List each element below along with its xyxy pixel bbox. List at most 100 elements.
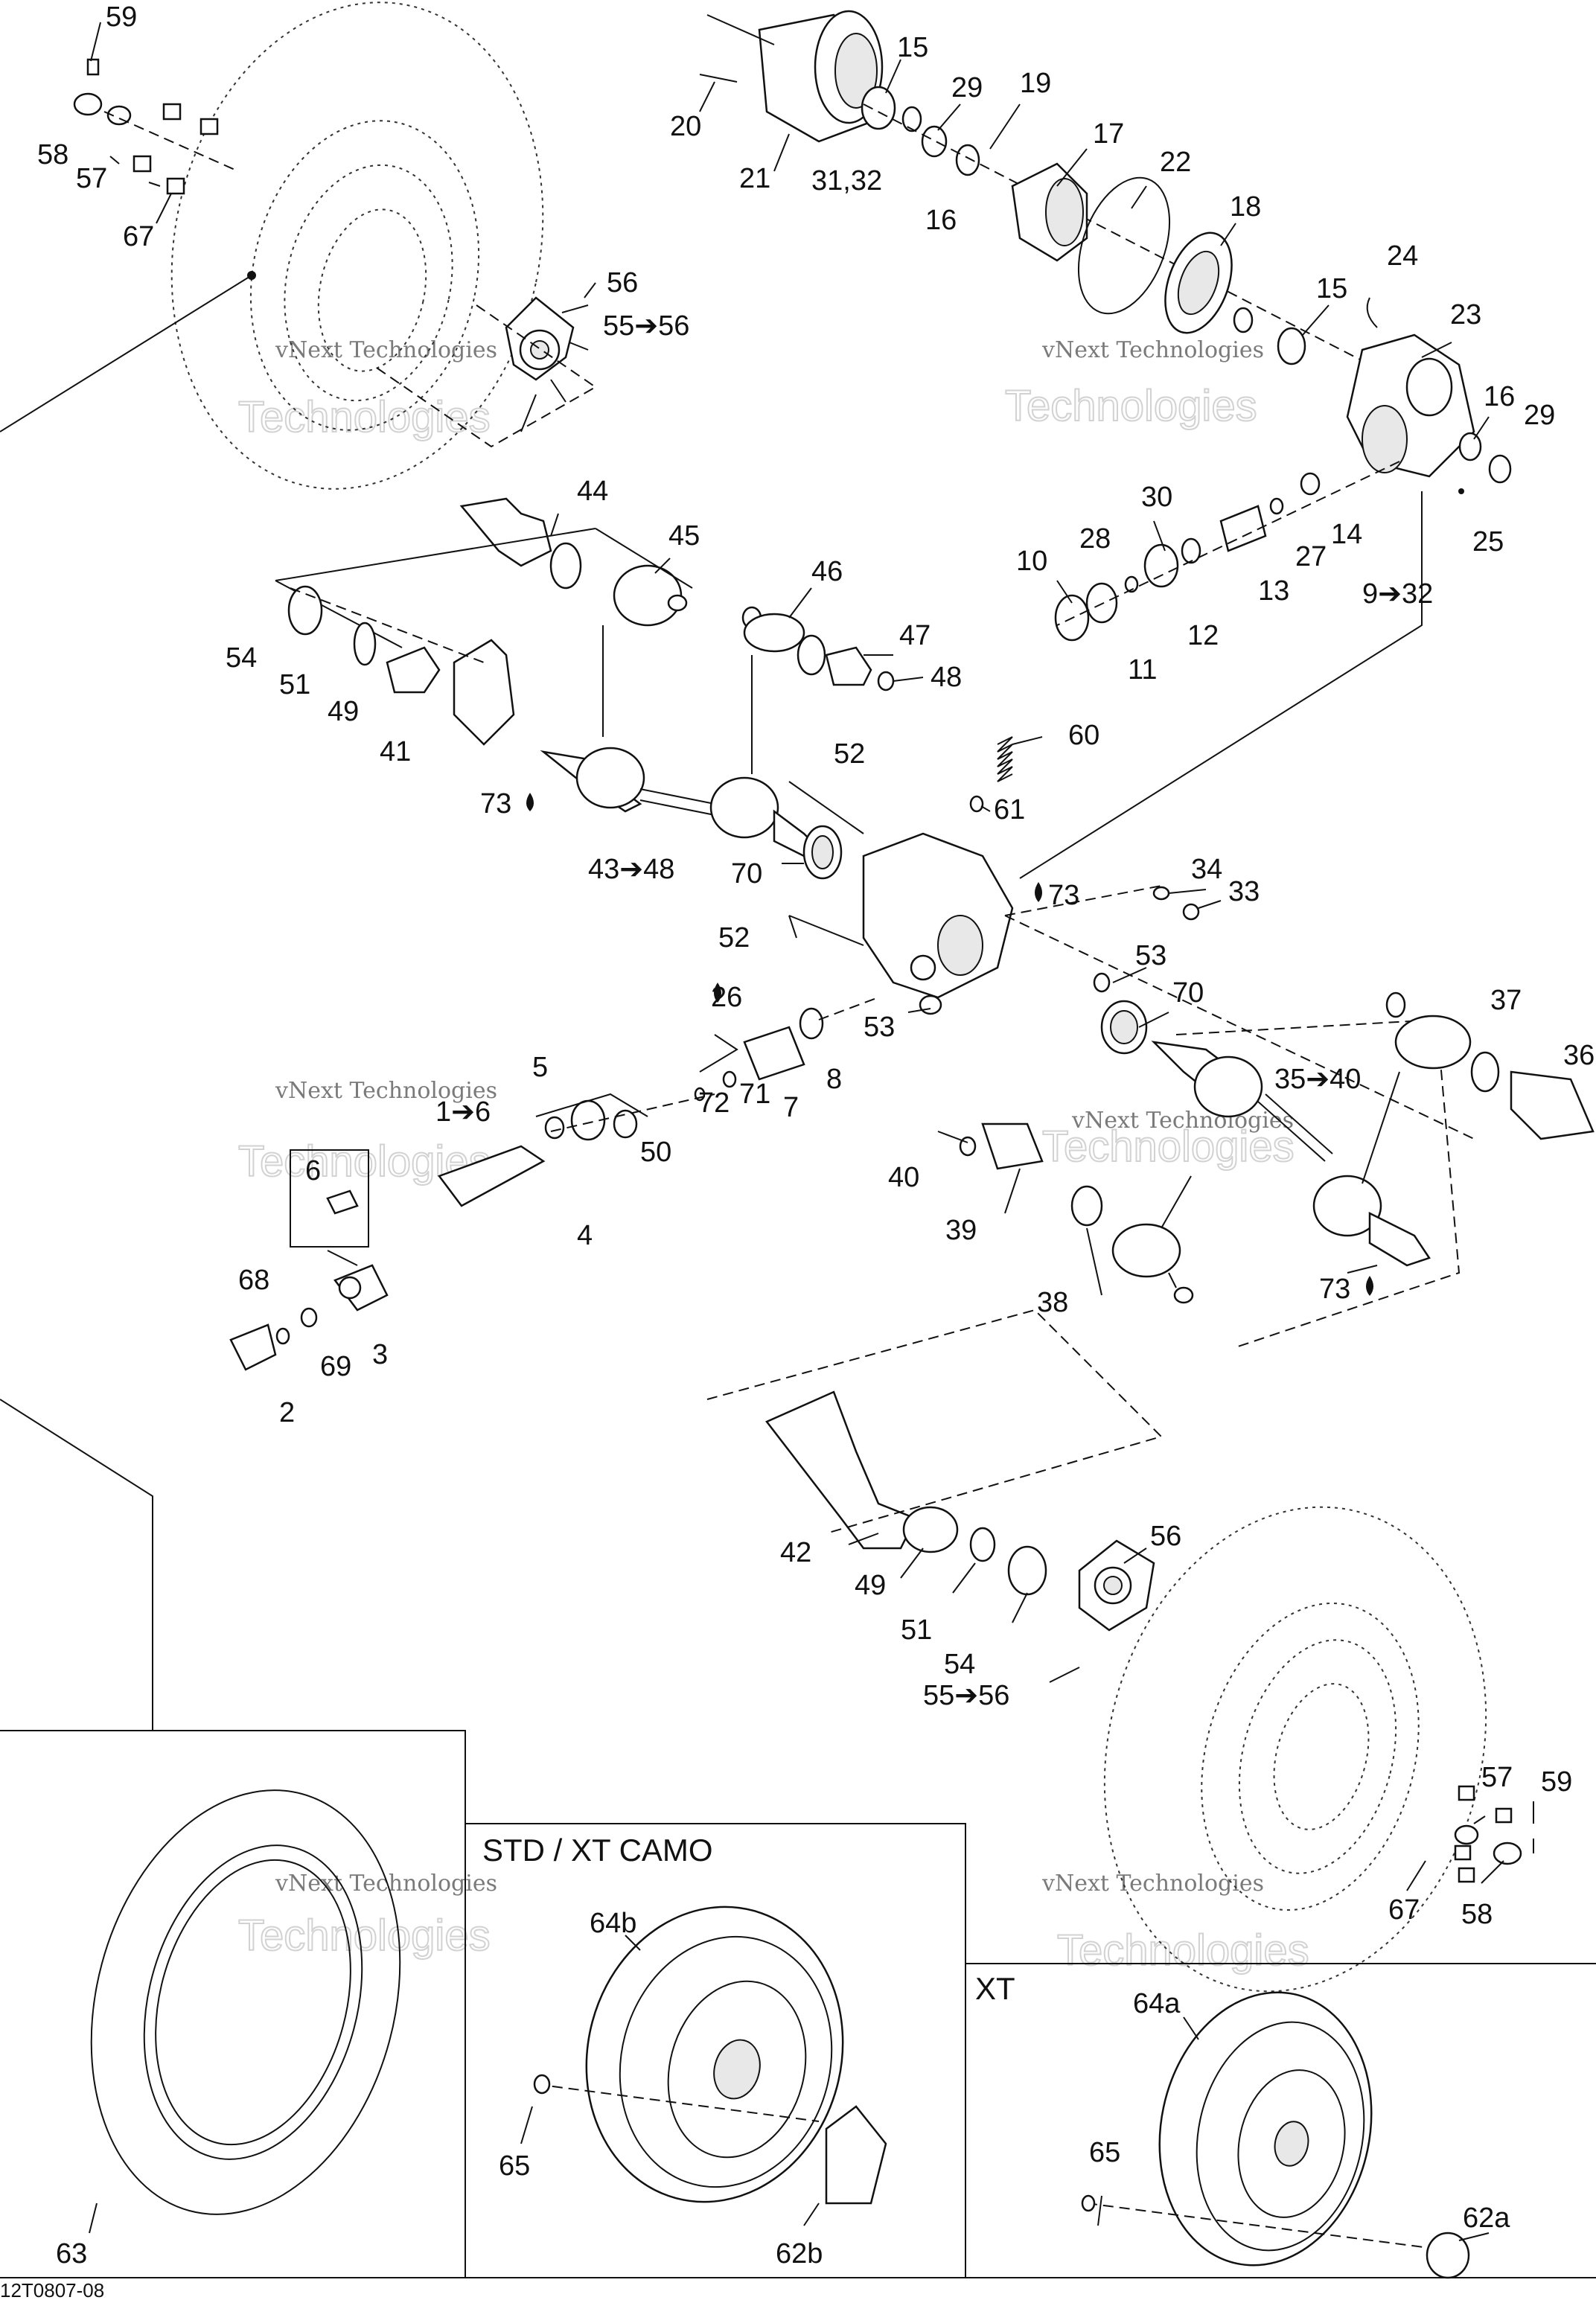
- lower-knuckle: [706, 1309, 1163, 1632]
- label-12: 12: [1187, 620, 1219, 651]
- label-61: 61: [994, 794, 1025, 825]
- watermark-large: Technologies: [1057, 1926, 1309, 1975]
- label-8: 8: [826, 1064, 842, 1095]
- rear-differential-housing: [788, 736, 1475, 1140]
- label-36: 36: [1563, 1040, 1595, 1071]
- label-13: 13: [1258, 575, 1289, 607]
- label-62b: 62b: [776, 2238, 823, 2270]
- watermark-large: Technologies: [1042, 1122, 1295, 1171]
- tire: [90, 1789, 401, 2215]
- box-title-xt: XT: [975, 1971, 1015, 2006]
- label-30: 30: [1141, 482, 1172, 513]
- label-56: 56: [607, 267, 638, 298]
- label-57: 57: [76, 163, 107, 194]
- label-55-56: 55➔56: [603, 310, 689, 342]
- front-left-wheel: [0, 1, 544, 490]
- watermark-large: Technologies: [238, 393, 491, 441]
- label-4: 4: [577, 1220, 593, 1251]
- propeller-shaft: [229, 997, 879, 1371]
- label-55-56: 55➔56: [923, 1680, 1009, 1711]
- label-73: 73: [480, 788, 511, 820]
- label-14: 14: [1331, 519, 1362, 550]
- label-15: 15: [897, 32, 928, 63]
- label-9-32: 9➔32: [1362, 578, 1433, 610]
- label-59: 59: [1541, 1766, 1572, 1798]
- label-38: 38: [1037, 1287, 1068, 1318]
- label-67: 67: [1388, 1894, 1420, 1926]
- label-54: 54: [944, 1649, 975, 1680]
- label-68: 68: [238, 1265, 269, 1296]
- label-29: 29: [951, 72, 983, 103]
- label-67: 67: [123, 221, 154, 252]
- label-10: 10: [1016, 546, 1047, 577]
- wheel-nuts-top-left: [73, 22, 239, 195]
- label-53: 53: [1135, 940, 1166, 971]
- label-65: 65: [1089, 2137, 1120, 2168]
- label-65: 65: [499, 2150, 530, 2182]
- leader-lines: [89, 59, 1534, 2241]
- label-18: 18: [1230, 191, 1261, 223]
- label-57: 57: [1481, 1762, 1513, 1793]
- oil-drop-icon: [714, 983, 721, 1003]
- label-62a: 62a: [1463, 2203, 1510, 2234]
- label-27: 27: [1295, 541, 1327, 572]
- label-58: 58: [1461, 1899, 1493, 1930]
- label-40: 40: [888, 1162, 919, 1193]
- label-58: 58: [37, 139, 68, 170]
- label-29: 29: [1524, 400, 1555, 431]
- label-52: 52: [834, 738, 865, 770]
- label-49: 49: [855, 1570, 886, 1601]
- watermark-small: vNext Technologies: [275, 1871, 497, 1897]
- hub-top: [371, 296, 597, 448]
- label-49: 49: [328, 696, 359, 727]
- label-73: 73: [1048, 880, 1079, 911]
- oil-drop-icon: [1035, 882, 1042, 902]
- label-5: 5: [532, 1052, 548, 1083]
- label-44: 44: [577, 476, 608, 507]
- label-20: 20: [670, 111, 701, 142]
- watermark-small: vNext Technologies: [275, 337, 497, 363]
- label-52: 52: [718, 922, 750, 954]
- watermarks: Technologies vNext Technologies Technolo…: [237, 337, 1310, 1975]
- label-39: 39: [945, 1215, 977, 1246]
- label-28: 28: [1079, 523, 1111, 555]
- label-50: 50: [640, 1137, 671, 1168]
- label-37: 37: [1490, 985, 1522, 1016]
- label-73: 73: [1319, 1274, 1350, 1305]
- label-56: 56: [1150, 1521, 1181, 1552]
- label-70: 70: [1172, 977, 1204, 1009]
- label-19: 19: [1020, 68, 1051, 99]
- label-22: 22: [1160, 147, 1191, 178]
- watermark-large: Technologies: [1005, 382, 1257, 430]
- label-11: 11: [1128, 654, 1157, 686]
- label-59: 59: [106, 1, 137, 33]
- label-15: 15: [1316, 273, 1347, 304]
- label-3: 3: [372, 1339, 388, 1370]
- label-48: 48: [931, 662, 962, 693]
- alloy-rim: [1081, 1991, 1470, 2279]
- label-34: 34: [1191, 854, 1222, 885]
- label-16: 16: [925, 205, 957, 236]
- label-17: 17: [1093, 118, 1124, 150]
- label-64a: 64a: [1133, 1988, 1181, 2019]
- label-2: 2: [279, 1397, 295, 1428]
- front-left-driveshaft: [275, 497, 895, 880]
- label-60: 60: [1068, 720, 1099, 751]
- label-53: 53: [864, 1012, 895, 1043]
- label-16: 16: [1484, 381, 1515, 412]
- label-21: 21: [739, 163, 770, 194]
- label-23: 23: [1450, 299, 1481, 330]
- watermark-small: vNext Technologies: [1041, 1871, 1264, 1897]
- oil-drop-icon: [526, 793, 534, 811]
- label-51: 51: [279, 669, 310, 700]
- label-24: 24: [1387, 240, 1418, 272]
- diagram-reference: 12T0807-08: [0, 2279, 104, 2302]
- watermark-large: Technologies: [238, 1911, 491, 1960]
- label-1-6: 1➔6: [435, 1096, 491, 1128]
- label-72: 72: [698, 1087, 730, 1119]
- steel-rim: [533, 1906, 887, 2205]
- oil-drop-icon: [1366, 1276, 1373, 1296]
- label-54: 54: [226, 642, 257, 674]
